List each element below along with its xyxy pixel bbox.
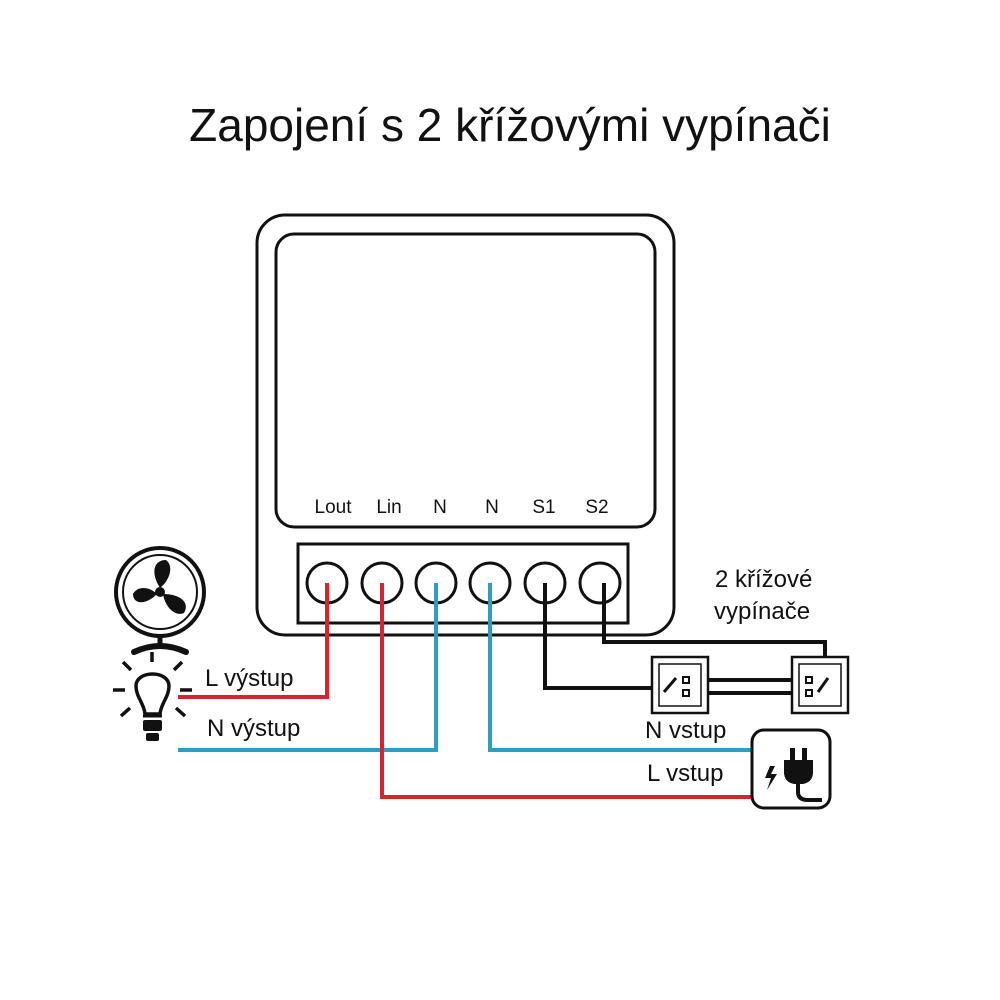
module-inner-panel xyxy=(274,232,657,529)
label-l-output: L výstup xyxy=(205,665,294,692)
fan-icon xyxy=(114,546,206,655)
switch-contact xyxy=(805,689,813,697)
wire-n-output xyxy=(178,583,438,752)
cross-switch-2 xyxy=(790,655,850,715)
label-switches-line2: vypínače xyxy=(714,598,810,625)
wire-n-input xyxy=(488,583,752,752)
label-n-input: N vstup xyxy=(645,717,726,744)
cross-switch-icon xyxy=(650,655,710,715)
wire-l-output xyxy=(178,583,329,699)
relay-module: Lout Lin N N S1 S2 xyxy=(255,213,676,637)
terminal-label-lin: Lin xyxy=(376,497,401,518)
cross-switch-1 xyxy=(650,655,710,715)
label-switches-line1: 2 křížové xyxy=(715,566,812,593)
terminal-label-s2: S2 xyxy=(585,497,608,518)
terminal-label-s1: S1 xyxy=(532,497,555,518)
switch-lever xyxy=(662,677,678,693)
switch-contact xyxy=(682,689,690,697)
terminal-screw-s2 xyxy=(578,561,622,605)
switch-contact xyxy=(805,676,813,684)
terminal-block xyxy=(296,542,630,625)
light-bulb-icon xyxy=(113,652,192,741)
switch-plate-inner xyxy=(798,663,842,707)
terminal-label-n2: N xyxy=(485,497,499,518)
switch-plate-inner xyxy=(658,663,702,707)
cross-switch-icon xyxy=(790,655,850,715)
switch-contact xyxy=(682,676,690,684)
wires xyxy=(178,583,827,799)
terminal-label-lout: Lout xyxy=(315,497,353,518)
switch-lever xyxy=(816,677,830,693)
label-l-input: L vstup xyxy=(647,760,724,787)
label-n-output: N výstup xyxy=(207,715,300,742)
power-plug-icon xyxy=(765,748,822,802)
power-source xyxy=(750,728,832,810)
terminal-label-n1: N xyxy=(433,497,447,518)
wire-l-input xyxy=(380,583,752,799)
diagram-title: Zapojení s 2 křížovými vypínači xyxy=(189,99,831,151)
wire-s1 xyxy=(543,583,672,690)
